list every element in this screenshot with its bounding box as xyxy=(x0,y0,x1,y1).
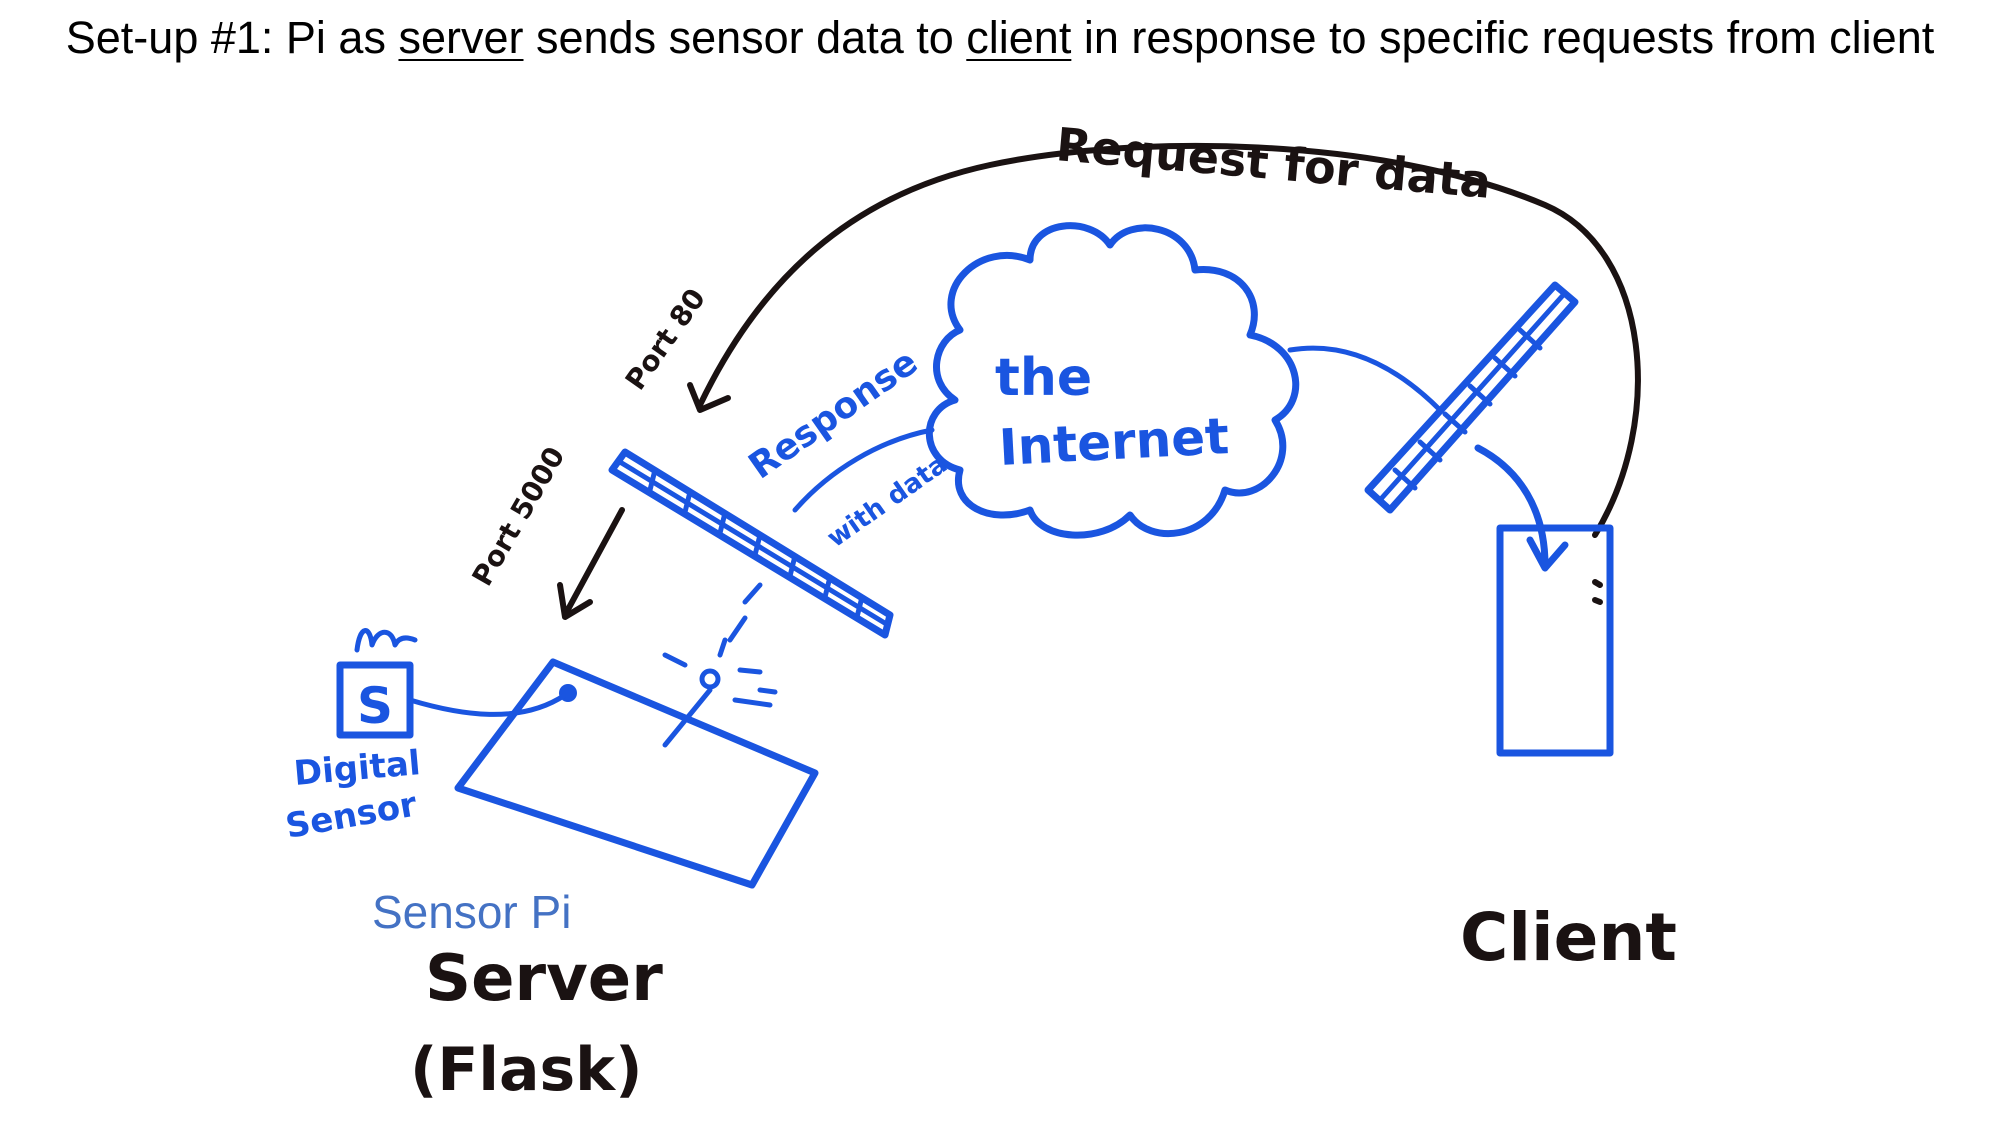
client-device xyxy=(1496,524,1614,757)
sensor-signal-icon xyxy=(354,628,418,653)
sensor-pi-label: Sensor Pi xyxy=(372,886,571,938)
port5000-arrow xyxy=(557,507,625,620)
internet-line1: the xyxy=(995,348,1092,408)
request-arrowhead xyxy=(687,382,731,413)
server-label: Server xyxy=(425,942,663,1016)
client-firewall xyxy=(1364,281,1579,514)
sensor-label: Sensor xyxy=(283,784,420,846)
internet-to-client-line xyxy=(1287,345,1443,413)
client-label: Client xyxy=(1460,899,1677,976)
title-suffix: in response to specific requests from cl… xyxy=(1071,12,1935,63)
page-title: Set-up #1: Pi as server sends sensor dat… xyxy=(0,12,2000,64)
sensor-wire xyxy=(407,692,568,717)
to-client-arrow xyxy=(1474,444,1569,572)
internet-cloud xyxy=(925,222,1300,539)
server-firewall xyxy=(608,448,894,639)
internet-line2: Internet xyxy=(998,407,1231,477)
port80-label: Port 80 xyxy=(619,282,712,396)
response-label: Response xyxy=(742,342,926,488)
flask-label: (Flask) xyxy=(410,1035,643,1105)
request-label: Request for data xyxy=(1054,117,1493,209)
sensor-pi-board xyxy=(454,658,819,889)
sensor-letter: S xyxy=(357,677,393,735)
title-prefix: Set-up #1: Pi as xyxy=(65,12,399,63)
wifi-antenna-icon xyxy=(662,582,778,748)
response-line xyxy=(792,427,935,513)
title-middle: sends sensor data to xyxy=(523,12,967,63)
client-device-mark xyxy=(1592,579,1603,605)
title-client-word: client xyxy=(966,12,1072,63)
port5000-label: Port 5000 xyxy=(465,441,571,591)
request-arrow xyxy=(697,143,1641,538)
title-server-word: server xyxy=(398,12,524,63)
with-data-label: with data xyxy=(822,449,953,553)
